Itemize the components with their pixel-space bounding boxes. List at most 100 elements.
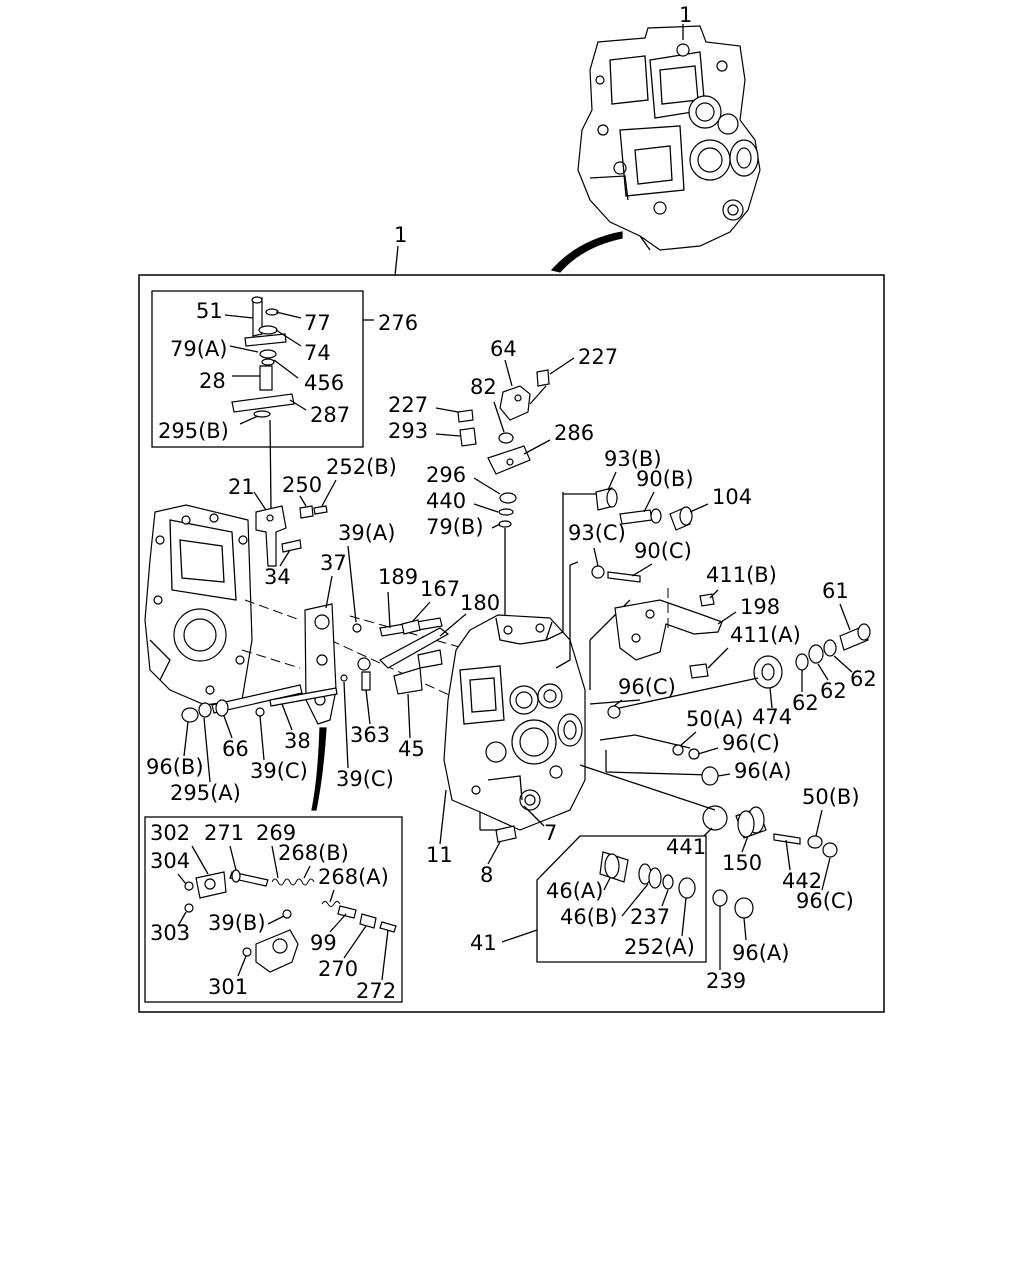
- label-237: 237: [630, 905, 670, 929]
- main-frame: [138, 274, 885, 1013]
- label-250: 250: [282, 473, 322, 497]
- governor-shaft-parts: [231, 296, 295, 418]
- label-96c-c: 96(C): [796, 889, 854, 913]
- label-8: 8: [480, 863, 493, 887]
- label-93b: 93(B): [604, 447, 662, 471]
- label-28: 28: [199, 369, 226, 393]
- label-34: 34: [264, 565, 291, 589]
- label-474: 474: [752, 705, 792, 729]
- label-99: 99: [310, 931, 337, 955]
- label-41: 41: [470, 931, 497, 955]
- label-104: 104: [712, 485, 752, 509]
- label-51: 51: [196, 299, 223, 323]
- label-301: 301: [208, 975, 248, 999]
- label-79a: 79(A): [170, 337, 227, 361]
- label-441: 441: [666, 835, 706, 859]
- label-239: 239: [706, 969, 746, 993]
- label-82: 82: [470, 375, 497, 399]
- subassembly-box-lower-left: [144, 816, 403, 1003]
- label-64: 64: [490, 337, 517, 361]
- label-96c-a: 96(C): [618, 675, 676, 699]
- central-housing: [443, 614, 586, 831]
- label-1-top: 1: [679, 3, 692, 27]
- subassembly-box-276: [151, 290, 364, 448]
- label-189: 189: [378, 565, 418, 589]
- label-39c-b: 39(C): [336, 767, 394, 791]
- label-39c-a: 39(C): [250, 759, 308, 783]
- label-293: 293: [388, 419, 428, 443]
- label-295b: 295(B): [158, 419, 229, 443]
- label-46a: 46(A): [546, 879, 603, 903]
- label-269: 269: [256, 821, 296, 845]
- assembly-arrow: [550, 231, 623, 273]
- label-268b: 268(B): [278, 841, 349, 865]
- label-66: 66: [222, 737, 249, 761]
- label-303: 303: [150, 921, 190, 945]
- label-456: 456: [304, 371, 344, 395]
- label-304: 304: [150, 849, 190, 873]
- bolt-8: [495, 825, 517, 843]
- label-39b: 39(B): [208, 911, 266, 935]
- label-61: 61: [822, 579, 849, 603]
- label-411a: 411(A): [730, 623, 801, 647]
- label-180: 180: [460, 591, 500, 615]
- label-286: 286: [554, 421, 594, 445]
- label-227-b: 227: [388, 393, 428, 417]
- label-96a-b: 96(A): [732, 941, 789, 965]
- label-227-a: 227: [578, 345, 618, 369]
- control-lever-parts: [457, 369, 550, 528]
- pump-assembly-illustration: [577, 25, 761, 251]
- label-50a: 50(A): [686, 707, 743, 731]
- label-295a: 295(A): [170, 781, 241, 805]
- label-167: 167: [420, 577, 460, 601]
- shafts: [181, 684, 338, 723]
- plunger-parts-41: [599, 851, 754, 919]
- housing-left-illustration: [144, 504, 253, 706]
- label-96b: 96(B): [146, 755, 204, 779]
- label-62-a: 62: [792, 691, 819, 715]
- label-287: 287: [310, 403, 350, 427]
- label-37: 37: [320, 551, 347, 575]
- label-271: 271: [204, 821, 244, 845]
- label-38: 38: [284, 729, 311, 753]
- label-62-c: 62: [850, 667, 877, 691]
- label-270: 270: [318, 957, 358, 981]
- label-77: 77: [304, 311, 331, 335]
- label-252a: 252(A): [624, 935, 695, 959]
- label-79b: 79(B): [426, 515, 484, 539]
- label-276: 276: [378, 311, 418, 335]
- sub-arrow: [311, 727, 327, 811]
- label-50b: 50(B): [802, 785, 860, 809]
- label-39a: 39(A): [338, 521, 395, 545]
- label-62-b: 62: [820, 679, 847, 703]
- label-272: 272: [356, 979, 396, 1003]
- label-440: 440: [426, 489, 466, 513]
- pin-and-lever-180: [357, 617, 450, 695]
- label-93c: 93(C): [568, 521, 626, 545]
- fitting-parts-upper-right: [591, 487, 693, 583]
- bracket-198: [614, 593, 723, 679]
- plunger-parts-lower-right: [702, 805, 838, 858]
- label-363: 363: [350, 723, 390, 747]
- label-302: 302: [150, 821, 190, 845]
- label-268a: 268(A): [318, 865, 389, 889]
- label-90b: 90(B): [636, 467, 694, 491]
- label-90c: 90(C): [634, 539, 692, 563]
- label-252b: 252(B): [326, 455, 397, 479]
- label-198: 198: [740, 595, 780, 619]
- subassembly-box-41: [536, 835, 707, 963]
- label-21: 21: [228, 475, 255, 499]
- fitting-474-group: [753, 623, 871, 689]
- label-1-main: 1: [394, 223, 407, 247]
- label-411b: 411(B): [706, 563, 777, 587]
- label-96c-b: 96(C): [722, 731, 780, 755]
- label-74: 74: [304, 341, 331, 365]
- label-7: 7: [544, 821, 557, 845]
- label-96a-a: 96(A): [734, 759, 791, 783]
- label-442: 442: [782, 869, 822, 893]
- label-46b: 46(B): [560, 905, 618, 929]
- label-150: 150: [722, 851, 762, 875]
- label-296: 296: [426, 463, 466, 487]
- label-45: 45: [398, 737, 425, 761]
